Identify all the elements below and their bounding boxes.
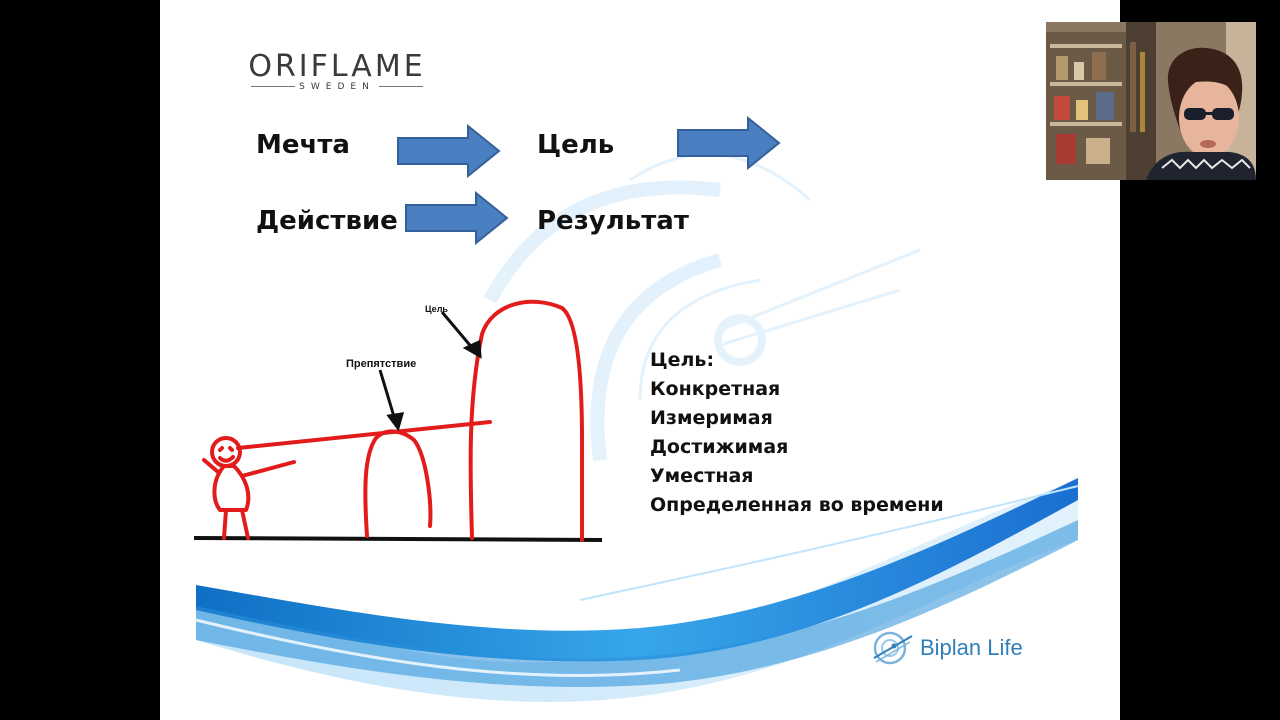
webcam-frame-image [1046,22,1256,180]
logo-subtitle-text: SWEDEN [299,82,375,92]
word-action: Действие [256,206,398,236]
criteria-item: Измеримая [650,407,773,429]
word-result: Результат [537,206,689,236]
label-obstacle: Препятствие [346,358,416,370]
word-goal: Цель [537,130,615,160]
label-goal: Цель [425,304,448,314]
oriflame-logo: ORIFLAME SWEDEN [226,50,448,92]
right-arrow-icon [677,116,781,170]
biplan-footer-logo: Biplan Life [870,628,1023,668]
obstacle-shape [363,429,433,538]
right-arrow-icon [405,191,509,245]
right-arrow-icon [397,124,501,178]
biplan-brand-text: Biplan Life [920,635,1023,660]
criteria-item: Достижимая [650,436,789,458]
goal-criteria-list: Цель: Конкретная Измеримая Достижимая Ум… [650,346,944,520]
sight-line [236,420,492,450]
presentation-slide: ORIFLAME SWEDEN Мечта Цель Действие Резу… [160,0,1120,720]
biplan-logo-icon [873,631,913,665]
criteria-heading: Цель: [650,349,715,371]
logo-brand-text: ORIFLAME [248,49,426,84]
stick-figure-body [212,464,251,512]
presenter-webcam-video [1046,22,1256,180]
criteria-item: Конкретная [650,378,781,400]
criteria-item: Уместная [650,465,754,487]
goal-obstacle-sketch: Препятствие Цель [193,299,603,542]
word-dream: Мечта [256,130,350,160]
goal-tower-shape [468,299,585,542]
criteria-item: Определенная во времени [650,494,944,516]
background-wave-art [195,152,1079,702]
ground-line [193,536,603,542]
